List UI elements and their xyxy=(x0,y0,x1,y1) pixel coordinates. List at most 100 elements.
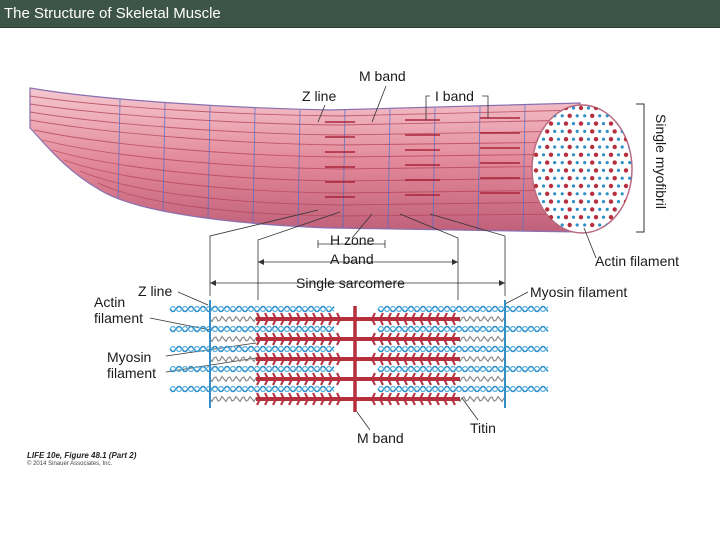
myosin-dot xyxy=(578,183,584,189)
actin-strand xyxy=(169,385,335,393)
actin-strand xyxy=(169,325,335,333)
myosin-head xyxy=(288,352,293,366)
band-markers xyxy=(210,240,505,284)
myosin-head xyxy=(443,372,448,386)
myosin-dot xyxy=(548,183,554,189)
titin-strand xyxy=(457,395,505,403)
actin-dot xyxy=(571,168,576,172)
actin-strand xyxy=(169,305,335,313)
myofibril-body xyxy=(29,87,581,233)
myosin-dot xyxy=(545,207,550,212)
myosin-dot xyxy=(612,207,617,212)
myosin-head xyxy=(312,332,317,346)
myosin-head xyxy=(336,352,341,366)
myosin-head xyxy=(272,352,277,366)
myosin-dot xyxy=(563,215,569,220)
actin-dot xyxy=(556,122,561,126)
fiber-pattern xyxy=(30,95,580,232)
myosin-head xyxy=(256,372,261,386)
actin-dot xyxy=(575,145,579,149)
actin-dot xyxy=(605,207,609,211)
actin-dot xyxy=(598,223,602,227)
myosin-head xyxy=(328,312,333,326)
myosin-head xyxy=(280,312,285,326)
actin-dot xyxy=(586,137,591,141)
label-m-band-bottom: M band xyxy=(357,430,404,446)
label-titin: Titin xyxy=(470,420,496,436)
myosin-head xyxy=(379,332,384,346)
actin-dot xyxy=(605,176,609,180)
myosin-head xyxy=(419,392,424,406)
myosin-dot xyxy=(567,160,572,165)
actin-dot xyxy=(620,145,624,149)
actin-strand xyxy=(169,346,335,352)
actin-dot xyxy=(553,129,557,133)
actin-dot xyxy=(560,223,564,227)
actin-dot xyxy=(628,223,632,227)
myosin-dot xyxy=(567,176,572,181)
myosin-head xyxy=(264,312,269,326)
myosin-head xyxy=(395,312,400,326)
titin-filaments xyxy=(209,315,505,403)
actin-dot xyxy=(616,215,621,219)
actin-dot xyxy=(560,207,564,211)
titin-strand xyxy=(209,355,259,363)
myosin-dot xyxy=(612,191,617,196)
myosin-dot xyxy=(623,152,629,157)
label-actin-left-2: filament xyxy=(94,310,143,326)
actin-dot xyxy=(620,192,624,196)
myosin-head xyxy=(312,372,317,386)
myosin-dot xyxy=(590,191,595,196)
actin-dot xyxy=(553,207,557,211)
actin-dot xyxy=(598,114,602,118)
myosin-dot xyxy=(593,183,599,189)
myosin-head xyxy=(320,312,325,326)
myosin-dot xyxy=(545,176,550,181)
sarcomere-diagram xyxy=(169,300,549,412)
actin-dot xyxy=(571,137,576,141)
myosin-head xyxy=(403,312,408,326)
myosin-dot xyxy=(548,137,554,142)
actin-dot xyxy=(538,192,542,196)
actin-dot xyxy=(553,161,557,165)
myosin-head xyxy=(411,332,416,346)
actin-dot xyxy=(571,200,576,204)
myosin-head xyxy=(411,392,416,406)
myosin-head xyxy=(427,372,432,386)
myosin-dot xyxy=(590,176,595,181)
myosin-dot xyxy=(578,121,584,126)
actin-dot xyxy=(605,114,609,118)
myosin-dot xyxy=(567,129,572,134)
myosin-dot xyxy=(578,168,584,173)
actin-strand xyxy=(377,326,549,332)
myosin-dot xyxy=(563,152,569,157)
actin-dot xyxy=(575,192,579,196)
myosin-dot xyxy=(590,144,595,150)
label-a-band: A band xyxy=(330,251,374,267)
myosin-head xyxy=(395,372,400,386)
myosin-head xyxy=(451,352,456,366)
myosin-head xyxy=(256,392,261,406)
actin-dot xyxy=(601,215,606,219)
myosin-dot xyxy=(593,152,599,157)
myosin-head xyxy=(264,372,269,386)
actin-dot xyxy=(583,192,587,196)
actin-dot xyxy=(583,176,587,180)
label-actin-filament-right: Actin filament xyxy=(595,253,679,269)
actin-dot xyxy=(556,200,561,204)
actin-dot xyxy=(583,161,587,165)
myofibril-cross-section xyxy=(531,104,633,234)
myosin-dot xyxy=(533,168,539,173)
myosin-dot xyxy=(563,183,569,189)
myosin-head xyxy=(312,352,317,366)
myosin-head xyxy=(371,312,376,326)
myosin-head xyxy=(328,392,333,406)
label-myosin-left-1: Myosin xyxy=(107,349,151,365)
myosin-head xyxy=(304,392,309,406)
myosin-dot xyxy=(563,168,569,173)
myosin-dot xyxy=(578,105,584,111)
myosin-head xyxy=(336,332,341,346)
myosin-dot xyxy=(623,168,629,173)
myosin-head xyxy=(427,332,432,346)
actin-dot xyxy=(586,153,591,157)
